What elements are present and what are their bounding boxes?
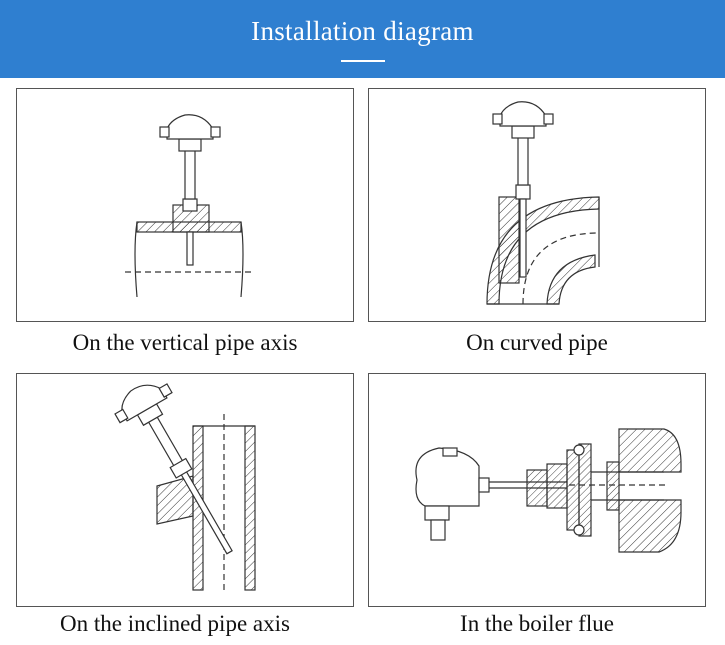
vertical-pipe-drawing xyxy=(125,114,253,298)
caption-boiler-flue: In the boiler flue xyxy=(460,611,614,636)
caption-curved-pipe: On curved pipe xyxy=(466,330,608,355)
panel-inclined-pipe xyxy=(16,373,354,607)
panel-vertical-pipe xyxy=(16,88,354,322)
panel-curved-pipe xyxy=(368,88,706,322)
header-banner: Installation diagram xyxy=(0,0,725,78)
panel-boiler-flue xyxy=(368,373,706,607)
boiler-flue-drawing xyxy=(415,428,682,553)
page-title: Installation diagram xyxy=(251,16,474,46)
title-underline xyxy=(341,60,385,62)
curved-pipe-drawing xyxy=(486,101,600,305)
caption-vertical-pipe: On the vertical pipe axis xyxy=(72,330,298,355)
caption-inclined-pipe: On the inclined pipe axis xyxy=(60,611,290,636)
inclined-pipe-drawing xyxy=(114,383,256,591)
